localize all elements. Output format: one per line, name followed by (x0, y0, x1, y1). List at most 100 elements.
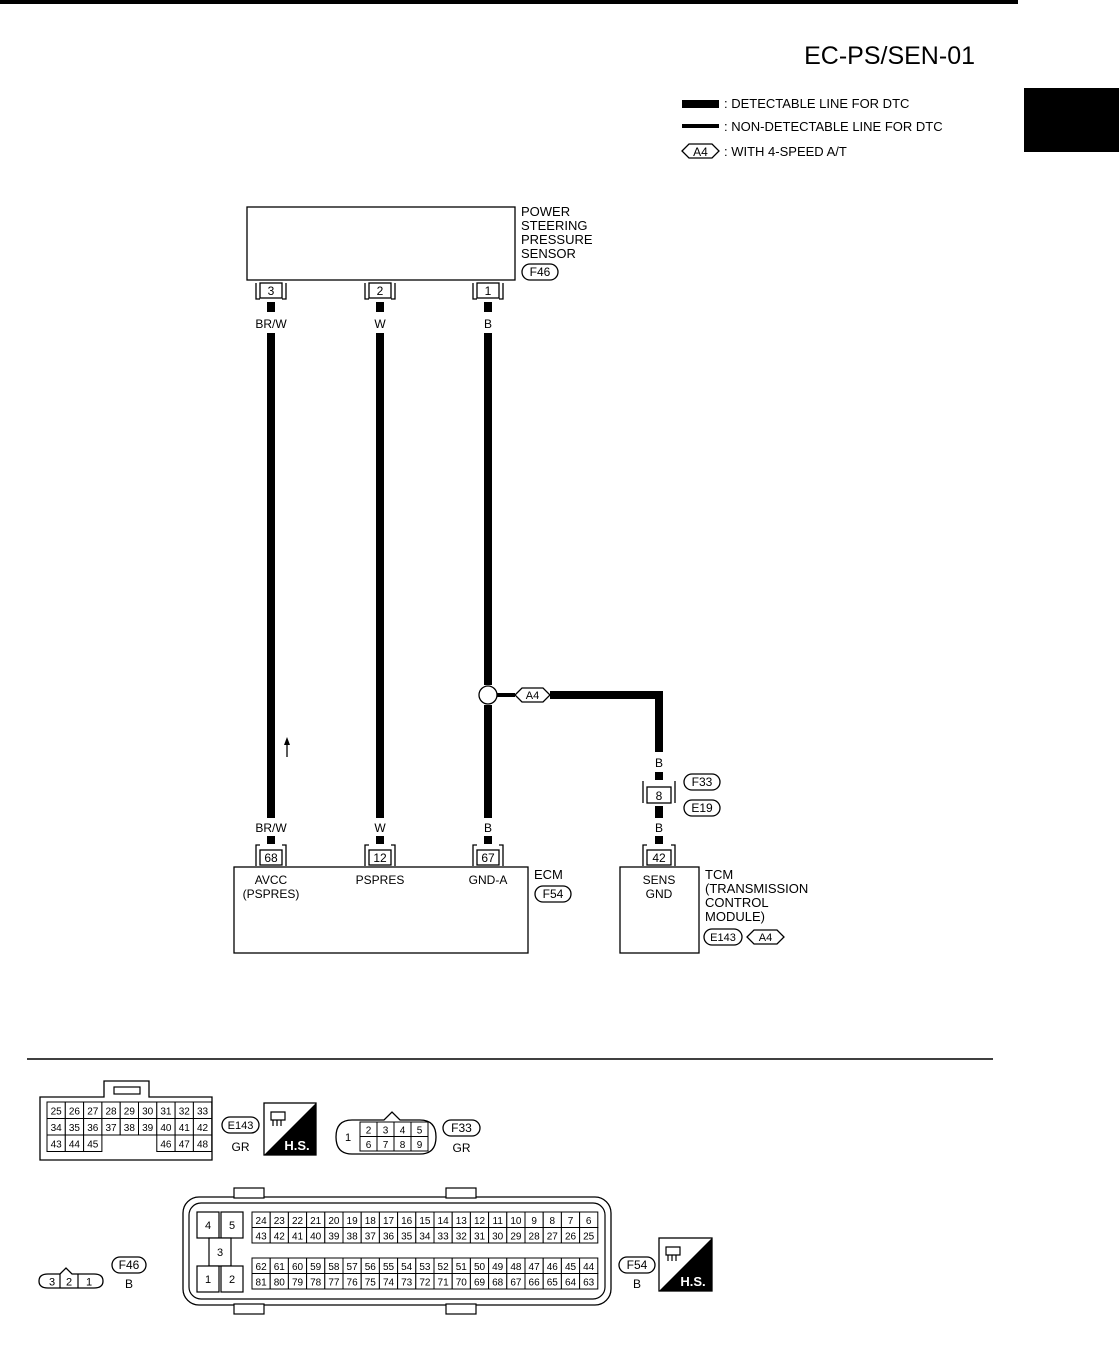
f46-id-badge (111, 1256, 147, 1274)
f54-pin-3: 3 (217, 1247, 223, 1259)
e143-pin-29: 29 (124, 1106, 136, 1117)
f54-pin-39: 39 (328, 1231, 340, 1242)
legend-detectable-swatch (682, 100, 719, 108)
f54-pin-9: 9 (531, 1216, 537, 1227)
ecm-pin-68-number: 68 (264, 851, 278, 865)
branch-wire-b (550, 691, 663, 752)
e143-pin-41: 41 (179, 1123, 191, 1134)
f54-pin-54: 54 (401, 1262, 413, 1273)
f54-pin-44: 44 (583, 1262, 595, 1273)
f33-pin-8: 8 (400, 1140, 406, 1151)
f54-pin-18: 18 (365, 1216, 377, 1227)
f54-pin-74: 74 (383, 1277, 395, 1288)
ecm-pin-67: 67 (472, 844, 504, 866)
wire-color-top-3: B (484, 317, 492, 331)
f33-pin-9-cell (410, 1136, 429, 1152)
f54-pin-5: 5 (229, 1220, 235, 1232)
f33-pin-7: 7 (383, 1140, 389, 1151)
ecm-terminal-68-label-1: AVCC (255, 873, 288, 887)
f54-pin-75: 75 (365, 1277, 377, 1288)
legend-non-detectable-text: : NON-DETECTABLE LINE FOR DTC (724, 119, 943, 134)
sensor-pin-2-number: 2 (377, 284, 384, 298)
ecm-pin-12: 12 (364, 844, 396, 866)
legend-detectable-text: : DETECTABLE LINE FOR DTC (724, 96, 909, 111)
f54-pin-66: 66 (529, 1277, 541, 1288)
ecm-connector-badge (534, 885, 572, 903)
f46-pin-3: 3 (49, 1277, 55, 1289)
ecm-wire-color-3: B (484, 821, 492, 835)
f33-pin-4: 4 (400, 1125, 406, 1136)
ecm-connector-id: F54 (543, 887, 564, 901)
e143-pin-45-cell (83, 1134, 103, 1152)
f54-pin-43: 43 (256, 1231, 268, 1242)
f54-pin-12: 12 (474, 1216, 486, 1227)
f33-pin-5: 5 (417, 1125, 423, 1136)
top-rule (0, 0, 1018, 4)
f54-pin-25-cell (579, 1227, 599, 1244)
f54-pin-6: 6 (586, 1216, 592, 1227)
f54-pin-64: 64 (565, 1277, 577, 1288)
f46-pin-2: 2 (66, 1277, 72, 1289)
f54-pin-8: 8 (550, 1216, 556, 1227)
tcm-name-line-1: TCM (705, 867, 733, 882)
e143-pin-48-cell (192, 1134, 213, 1152)
e143-pin-34: 34 (51, 1123, 63, 1134)
wire-w (376, 333, 384, 818)
ecm-wire-color-1: BR/W (255, 821, 287, 835)
f54-pin-70: 70 (456, 1277, 468, 1288)
e143-pin-37: 37 (105, 1123, 117, 1134)
joint-wire-color-bottom: B (655, 821, 663, 835)
e143-hs-label: H.S. (284, 1138, 309, 1153)
f54-color: B (633, 1277, 641, 1291)
f54-pin-73: 73 (401, 1277, 413, 1288)
f54-pin-58: 58 (328, 1262, 340, 1273)
e143-pin-39: 39 (142, 1123, 154, 1134)
e143-pin-33: 33 (197, 1106, 209, 1117)
splice-option-code: A4 (526, 690, 539, 702)
legend-option-hexagon (681, 143, 720, 159)
f54-pin-72: 72 (419, 1277, 431, 1288)
legend-option-code: A4 (693, 145, 708, 159)
tcm-pin-number: 42 (652, 851, 666, 865)
e143-pin-46: 46 (160, 1139, 172, 1150)
e143-pin-38: 38 (124, 1123, 136, 1134)
tcm-pin-42: 42 (642, 844, 676, 866)
f54-pin-33: 33 (438, 1231, 450, 1242)
f54-pin-50: 50 (474, 1262, 486, 1273)
e143-color: GR (232, 1140, 250, 1154)
sensor-connector-id: F46 (530, 265, 551, 279)
legend-non-detectable-swatch (682, 124, 719, 128)
splice-point (478, 685, 498, 705)
e143-id-badge (221, 1116, 260, 1134)
f54-pin-13: 13 (456, 1216, 468, 1227)
f54-pin-19: 19 (347, 1216, 359, 1227)
f54-pin-7: 7 (568, 1216, 574, 1227)
ecm-pin-12-number: 12 (373, 851, 387, 865)
f54-pin-11: 11 (493, 1216, 504, 1227)
f54-pin-56: 56 (365, 1262, 377, 1273)
ecm-pin-68: 68 (255, 844, 287, 866)
f54-pin-20: 20 (328, 1216, 340, 1227)
f54-pin-29: 29 (510, 1231, 522, 1242)
f54-pin-55: 55 (383, 1262, 395, 1273)
section-tab (1024, 88, 1119, 152)
joint-connector: B 8 F33 E19 B (642, 756, 721, 844)
f33-pin-9: 9 (417, 1140, 423, 1151)
tcm-module: SENS GND TCM (TRANSMISSION CONTROL MODUL… (619, 866, 808, 954)
f33-id: F33 (451, 1121, 472, 1135)
ecm-box (233, 866, 529, 954)
e143-pin-47: 47 (179, 1139, 191, 1150)
f54-pin-16: 16 (401, 1216, 413, 1227)
joint-pin-number: 8 (656, 789, 663, 803)
tcm-connector-id: E143 (710, 932, 736, 944)
e143-pin-35: 35 (69, 1123, 81, 1134)
e143-id: E143 (228, 1120, 254, 1132)
f54-pin-41: 41 (292, 1231, 304, 1242)
f54-pin-30: 30 (492, 1231, 504, 1242)
f54-pin-63-cell (579, 1273, 599, 1290)
f33-color: GR (453, 1141, 471, 1155)
legend-option-text: : WITH 4-SPEED A/T (724, 144, 847, 159)
